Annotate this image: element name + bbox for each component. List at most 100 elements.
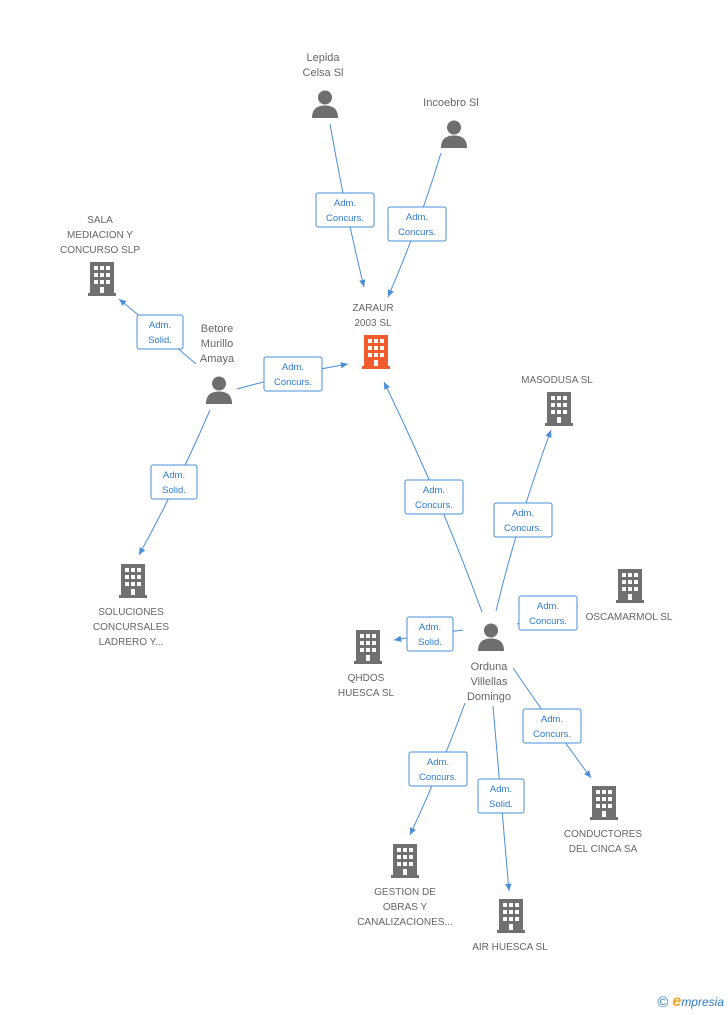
node-oscamarmol[interactable]: OSCAMARMOL SL [586,569,673,623]
node-label-line: 2003 SL [354,318,392,329]
node-label-line: LADRERO Y... [99,637,164,648]
edge-label-line: Adm. [149,320,171,331]
footer-brand: © e mpresia [657,993,724,1011]
edge-orduna-zaraur: Adm. Concurs. [383,381,483,613]
edge-label-line: Concurs. [419,772,457,783]
node-soluciones[interactable]: SOLUCIONES CONCURSALES LADRERO Y... [93,564,169,648]
node-label-line: Lepida [306,52,340,64]
edge-label-box[interactable] [315,192,375,228]
building-icon[interactable] [88,262,116,296]
node-label-line: Celsa Sl [303,67,344,79]
node-label-line: Domingo [467,691,511,703]
edge-label-line: Concurs. [398,227,436,238]
edge-label-line: Solid. [162,485,186,496]
node-label-line: Amaya [200,353,235,365]
node-label-line: Betore [201,323,233,335]
node-label-line: Incoebro Sl [423,97,479,109]
node-label-line: Orduna [471,661,509,673]
edge-orduna-gestion: Adm. Concurs. [408,702,468,836]
edge-label-line: Adm. [537,601,559,612]
person-icon[interactable] [312,90,338,119]
node-label-line: CONCURSALES [93,622,169,633]
node-incoebro[interactable]: Incoebro Sl [423,97,479,148]
building-icon[interactable] [391,844,419,878]
node-label-line: HUESCA SL [338,688,395,699]
node-airhuesca[interactable]: AIR HUESCA SL [472,899,548,953]
edge-label-line: Adm. [427,757,449,768]
edge-orduna-qhdos: Adm. Solid. [393,616,464,652]
edge-label-line: Adm. [490,784,512,795]
edge-label-box[interactable] [522,708,582,744]
edge-label-line: Solid. [489,799,513,810]
node-label-line: OSCAMARMOL SL [586,612,673,623]
edge-orduna-airhuesca: Adm. Solid. [477,705,525,892]
building-icon[interactable] [119,564,147,598]
edge-label-box[interactable] [150,464,198,500]
person-icon[interactable] [478,623,504,652]
node-masodusa[interactable]: MASODUSA SL [521,375,593,426]
building-icon[interactable] [362,335,390,369]
node-qhdos[interactable]: QHDOS HUESCA SL [338,630,395,699]
edge-orduna-conductores: Adm. Concurs. [512,667,592,779]
edge-label-line: Adm. [541,714,563,725]
edge-label-box[interactable] [518,595,578,631]
edge-betore-sala: Adm.Solid. [118,298,197,365]
brand-logo-initial: e [672,993,682,1010]
building-icon[interactable] [497,899,525,933]
node-conductores[interactable]: CONDUCTORES DEL CINCA SA [564,786,642,855]
edge-orduna-masodusa: Adm. Concurs. [493,429,553,612]
edge-betore-soluciones: Adm. Solid. [138,409,211,556]
edge-label-line: Concurs. [504,523,542,534]
building-icon[interactable] [590,786,618,820]
node-label-line: SOLUCIONES [98,607,164,618]
edge-label-line: Adm. [423,485,445,496]
node-label-line: OBRAS Y [383,902,428,913]
building-icon[interactable] [545,392,573,426]
node-label-line: GESTION DE [374,887,436,898]
person-icon[interactable] [206,376,232,405]
person-icon[interactable] [441,120,467,149]
node-label-line: DEL CINCA SA [569,844,638,855]
edge-label-box[interactable] [406,616,454,652]
node-label-line: Murillo [201,338,233,350]
edge-label-box[interactable] [493,502,553,538]
node-label-line: QHDOS [348,673,385,684]
node-label-line: AIR HUESCA SL [472,942,548,953]
building-icon[interactable] [616,569,644,603]
edge-label-line: Concurs. [533,729,571,740]
edge-label-line: Adm. [512,508,534,519]
edge-label-line: Concurs. [529,616,567,627]
edge-label-line: Adm. [334,198,356,209]
edge-label-line: Concurs. [415,500,453,511]
edge-lepida-zaraur: Adm.Concurs. [315,123,375,288]
node-label-line: SALA [87,215,113,226]
edge-orduna-oscamarmol: Adm. Concurs. [516,595,579,631]
node-label-line: CONDUCTORES [564,829,642,840]
edge-label-box[interactable] [477,778,525,814]
edge-label-line: Solid. [418,637,442,648]
edge-betore-zaraur: Adm. Concurs. [236,356,349,392]
node-label-line: MEDIACION Y [67,230,133,241]
edge-label-box[interactable] [404,479,464,515]
edge-label-line: Adm. [406,212,428,223]
edge-label-box[interactable] [136,314,184,350]
edge-label-box[interactable] [263,356,323,392]
edge-label-box[interactable] [387,206,447,242]
building-icon[interactable] [354,630,382,664]
node-label-line: CANALIZACIONES... [357,917,453,928]
edge-label-box[interactable] [408,751,468,787]
edge-label-line: Adm. [419,622,441,633]
node-gestion[interactable]: GESTION DE OBRAS Y CANALIZACIONES... [357,844,453,928]
edge-label-line: Concurs. [274,377,312,388]
edge-label-line: Adm. [163,470,185,481]
edge-incoebro-zaraur: Adm. Concurs. [387,152,447,298]
node-label-line: Villellas [470,676,508,688]
edge-label-line: Adm. [282,362,304,373]
